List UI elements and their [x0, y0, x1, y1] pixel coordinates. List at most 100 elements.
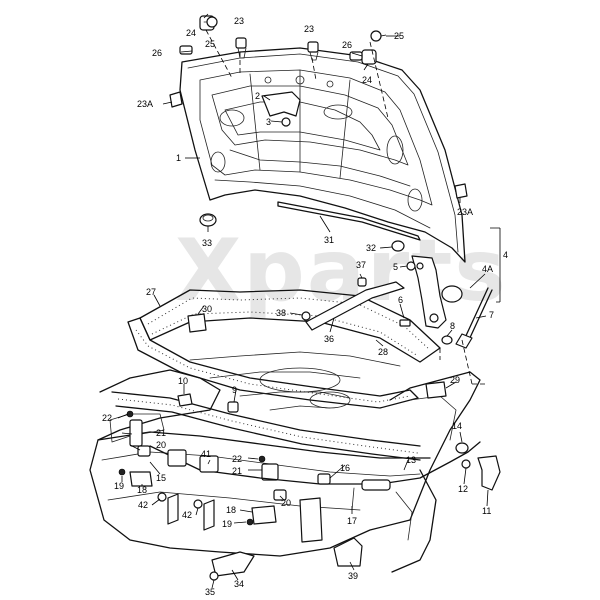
callout-25-left: 25	[205, 39, 215, 49]
bumper-supports	[167, 493, 323, 543]
callout-35: 35	[205, 587, 215, 597]
seal-25-left	[206, 16, 218, 28]
hood-buffer-left	[169, 91, 183, 108]
callout-12: 12	[458, 484, 468, 494]
callout-18-right: 18	[226, 505, 236, 515]
pin-8	[441, 335, 453, 345]
clip-35	[209, 571, 219, 581]
callout-37: 37	[356, 260, 366, 270]
bracket-30	[187, 313, 207, 333]
callout-32: 32	[366, 243, 376, 253]
release-handle-11	[477, 455, 501, 491]
cable-clip-16	[317, 473, 331, 485]
screw-19-left	[118, 468, 126, 476]
callout-41: 41	[201, 449, 211, 459]
callout-42-right: 42	[182, 510, 192, 520]
callout-20-left: 20	[156, 440, 166, 450]
callout-27: 27	[146, 287, 156, 297]
callout-6: 6	[398, 295, 403, 305]
bracket-18-left	[129, 471, 153, 487]
hood-bump-stop-33	[199, 213, 217, 227]
guide-plate-41	[167, 449, 219, 473]
callout-24-right: 24	[362, 75, 372, 85]
lock-carrier-left	[126, 410, 143, 447]
screw-26-right	[349, 51, 363, 61]
bracket-18-right	[251, 505, 277, 525]
callout-29: 29	[450, 375, 460, 385]
callout-18-left: 18	[137, 485, 147, 495]
callout-8: 8	[450, 321, 455, 331]
callout-7: 7	[489, 310, 494, 320]
callout-38: 38	[276, 308, 286, 318]
callout-39: 39	[348, 571, 358, 581]
clip-37	[357, 277, 367, 287]
hood-lock-striker	[261, 91, 301, 127]
hinge-assembly-4	[411, 255, 447, 329]
callout-labels: 24 25 26 23 23 26 25 24 2 3 23A 1 23A 33…	[102, 16, 508, 597]
callout-19-right: 19	[222, 519, 232, 529]
callout-34: 34	[234, 579, 244, 589]
assembly-lines	[205, 29, 488, 385]
washer-32	[391, 240, 405, 252]
callout-10: 10	[178, 376, 188, 386]
callout-22-right: 22	[232, 454, 242, 464]
screw-26-left	[179, 45, 193, 55]
brace-36	[305, 281, 405, 331]
callout-26-left: 26	[152, 48, 162, 58]
callout-3: 3	[266, 117, 271, 127]
release-cable-13	[149, 441, 481, 491]
callout-26-right: 26	[342, 40, 352, 50]
clip-23-left	[235, 37, 247, 59]
callout-23A-right: 23A	[457, 207, 473, 217]
callout-36: 36	[324, 334, 334, 344]
retainer-24-right	[361, 49, 377, 65]
callout-9: 9	[232, 385, 237, 395]
callout-4: 4	[503, 250, 508, 260]
front-body-structure	[89, 351, 481, 573]
callout-11: 11	[482, 506, 491, 516]
leader-lines	[117, 13, 501, 589]
nut-22	[258, 455, 266, 463]
callout-31: 31	[324, 235, 334, 245]
nut-5	[406, 261, 416, 271]
callout-25-right: 25	[394, 31, 404, 41]
callout-1: 1	[176, 153, 181, 163]
callout-28: 28	[378, 347, 388, 357]
callout-20-right: 20	[281, 498, 291, 508]
callout-33: 33	[202, 238, 212, 248]
grommet-14	[455, 442, 469, 454]
hood-buffer-right	[454, 183, 468, 199]
guide-20-right	[273, 489, 287, 501]
guide-20-left	[137, 445, 151, 457]
bracket-29	[425, 381, 447, 399]
callout-24-left: 24	[186, 28, 196, 38]
callout-13: 13	[406, 455, 416, 465]
bolt-10	[177, 393, 193, 407]
callout-23A-left: 23A	[137, 99, 153, 109]
cover-39	[333, 537, 363, 567]
callout-21-right: 21	[232, 466, 242, 476]
cap-4A	[441, 285, 463, 303]
callout-17: 17	[347, 516, 357, 526]
callout-23-right: 23	[304, 24, 314, 34]
clip-23-right	[307, 41, 319, 61]
seal-strip-31	[277, 201, 421, 241]
release-lever-12	[461, 459, 471, 469]
lock-bracket-21	[261, 463, 279, 481]
bolt-6	[399, 319, 411, 327]
callout-16: 16	[340, 463, 350, 473]
bolt-38	[301, 311, 311, 321]
callout-4A: 4A	[482, 264, 493, 274]
callout-15: 15	[156, 473, 166, 483]
callout-22-left: 22	[102, 413, 112, 423]
screw-19-right	[246, 518, 254, 526]
callout-30: 30	[202, 304, 212, 314]
callout-5: 5	[393, 262, 398, 272]
callout-23-left: 23	[234, 16, 244, 26]
nut-42-right	[193, 499, 203, 509]
callout-21-left: 21	[156, 428, 166, 438]
callout-14: 14	[452, 421, 462, 431]
seal-strip-28	[127, 317, 419, 409]
callout-2: 2	[255, 91, 260, 101]
